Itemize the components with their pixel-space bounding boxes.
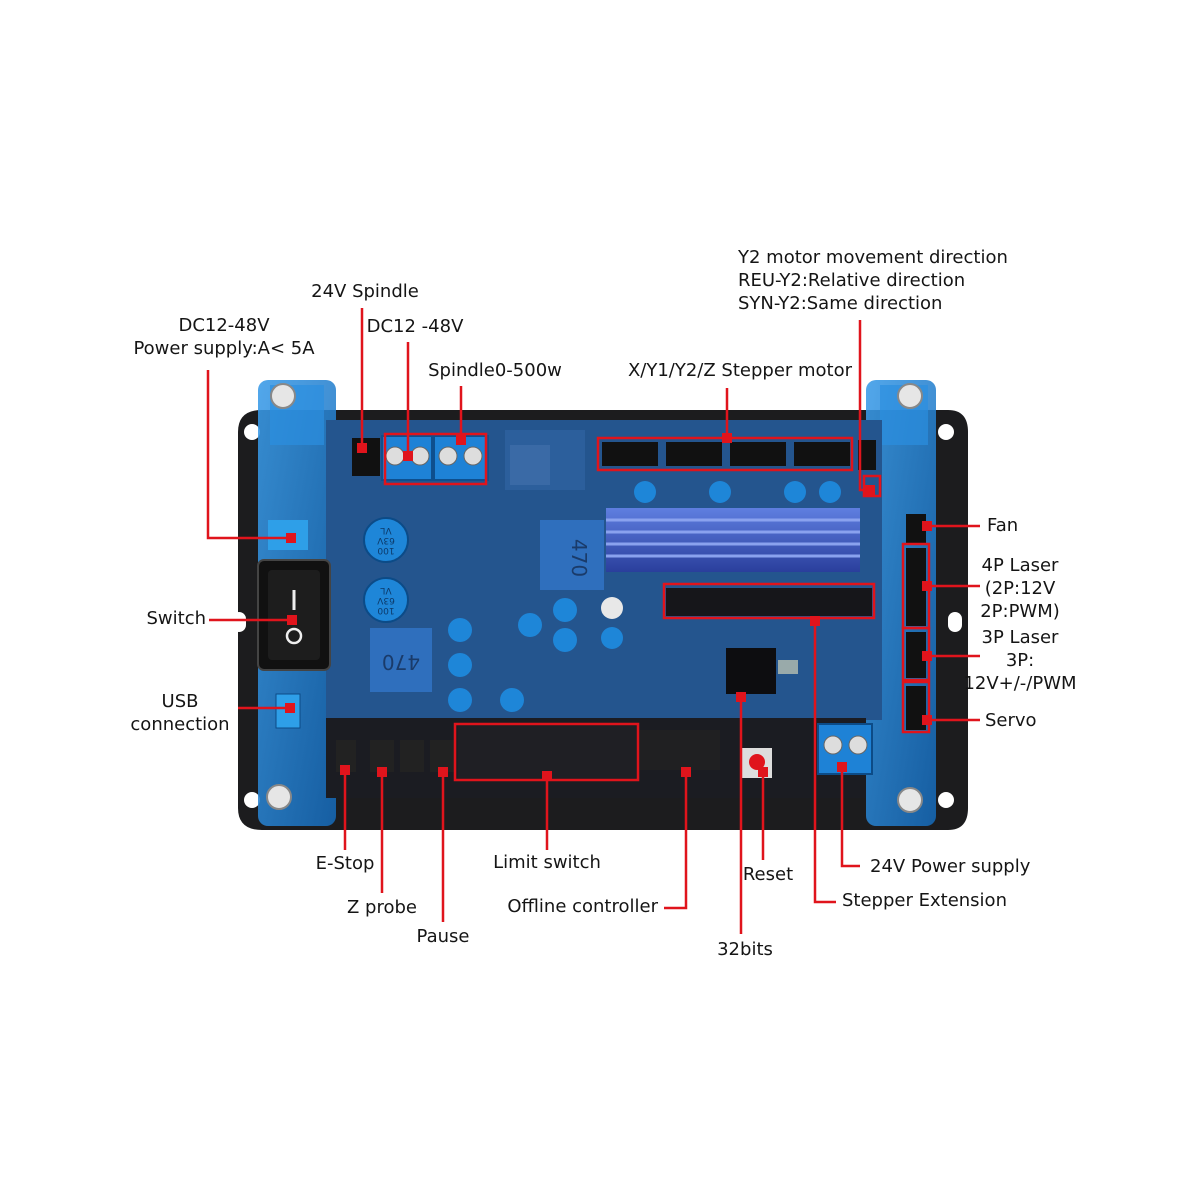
mount-slot xyxy=(232,612,246,632)
label-line: USB xyxy=(161,691,199,712)
mount-slot xyxy=(948,612,962,632)
driver-cap xyxy=(634,481,656,503)
small-cap xyxy=(448,653,472,677)
label-line: (2P:12V xyxy=(984,578,1056,599)
capacitor-marking: 63V xyxy=(376,535,394,545)
screw-head xyxy=(897,383,923,409)
limit-switch-headers xyxy=(458,726,636,778)
stepper-header xyxy=(730,442,786,466)
inductor xyxy=(540,520,604,590)
screw-head xyxy=(270,383,296,409)
label-line: SYN-Y2:Same direction xyxy=(738,293,943,314)
mcu-chip xyxy=(726,648,776,694)
inductor xyxy=(370,628,432,692)
label-stepper-motor: X/Y1/Y2/Z Stepper motor xyxy=(627,360,853,381)
label-stepper-extension: Stepper Extension xyxy=(842,890,1007,911)
electrolytic-cap xyxy=(363,577,409,623)
pause-header xyxy=(430,740,454,772)
regulator xyxy=(510,445,550,485)
label-line: 12V+/-/PWM xyxy=(963,673,1077,694)
mount-hole xyxy=(938,424,954,440)
small-cap xyxy=(553,628,577,652)
screw-head xyxy=(266,784,292,810)
label-3p-laser: 3P Laser 3P: 12V+/-/PWM xyxy=(955,626,1085,695)
small-cap xyxy=(448,618,472,642)
label-line: Y2 motor movement direction xyxy=(738,247,1008,268)
small-cap xyxy=(601,627,623,649)
capacitor-marking: VL xyxy=(380,585,391,595)
crystal xyxy=(778,660,798,674)
capacitor-marking: 100 xyxy=(377,545,394,555)
label-y2-direction: Y2 motor movement direction REU-Y2:Relat… xyxy=(738,246,1028,315)
label-line: connection xyxy=(130,714,230,735)
capacitor-marking: 100 xyxy=(377,605,394,615)
driver-cap xyxy=(784,481,806,503)
mount-hole xyxy=(244,792,260,808)
usb-port xyxy=(275,693,301,729)
label-24v-spindle: 24V Spindle xyxy=(311,281,419,302)
zprobe-header xyxy=(370,740,394,772)
small-cap xyxy=(448,688,472,712)
capacitor-marking: 63V xyxy=(376,595,394,605)
small-cap xyxy=(518,613,542,637)
screw-head xyxy=(897,787,923,813)
label-zprobe: Z probe xyxy=(347,897,417,918)
label-fan: Fan xyxy=(987,515,1019,536)
driver-cap xyxy=(709,481,731,503)
small-cap xyxy=(553,598,577,622)
label-line: 3P: xyxy=(1005,650,1035,671)
capacitor-marking: VL xyxy=(380,525,391,535)
terminal-screw xyxy=(438,446,458,466)
label-dc12-48v: DC12 -48V xyxy=(366,316,464,337)
fan-connector xyxy=(906,514,926,544)
label-spindle-500w: Spindle0-500w xyxy=(428,360,562,381)
servo-connector xyxy=(906,686,926,730)
small-cap xyxy=(601,597,623,619)
label-reset: Reset xyxy=(742,864,794,885)
stepper-header xyxy=(794,442,850,466)
estop-header xyxy=(336,740,356,772)
driver-cap xyxy=(819,481,841,503)
label-limit-switch: Limit switch xyxy=(493,852,601,873)
header xyxy=(400,740,424,772)
electrolytic-cap xyxy=(363,517,409,563)
terminal-screw xyxy=(463,446,483,466)
label-32bits: 32bits xyxy=(717,939,773,960)
extension-header xyxy=(666,588,872,616)
label-dc-power: DC12-48V Power supply:A< 5A xyxy=(128,314,320,360)
laser-4p-connector xyxy=(906,548,926,626)
label-usb: USB connection xyxy=(120,690,240,736)
label-line: REU-Y2:Relative direction xyxy=(738,270,966,291)
label-4p-laser: 4P Laser (2P:12V 2P:PWM) xyxy=(970,554,1070,623)
offline-controller-header xyxy=(640,730,720,770)
label-servo: Servo xyxy=(985,710,1037,731)
label-24v-power-supply: 24V Power supply xyxy=(870,856,1031,877)
label-line: DC12-48V xyxy=(178,315,270,336)
reset-button xyxy=(749,754,765,770)
mount-hole xyxy=(244,424,260,440)
label-line: 4P Laser xyxy=(981,555,1059,576)
label-line: 3P Laser xyxy=(981,627,1059,648)
label-line: Power supply:A< 5A xyxy=(133,338,315,359)
stepper-header xyxy=(666,442,722,466)
label-offline-controller: Offline controller xyxy=(507,896,658,917)
label-estop: E-Stop xyxy=(315,853,375,874)
label-switch: Switch xyxy=(146,608,206,629)
small-cap xyxy=(500,688,524,712)
y2-jumper xyxy=(858,440,876,470)
label-pause: Pause xyxy=(416,926,470,947)
laser-3p-connector xyxy=(906,632,926,678)
label-line: 2P:PWM) xyxy=(980,601,1060,622)
inductor-marking: 470 xyxy=(382,650,420,674)
inductor-marking: 470 xyxy=(567,539,591,577)
stepper-header xyxy=(602,442,658,466)
mount-hole xyxy=(938,792,954,808)
